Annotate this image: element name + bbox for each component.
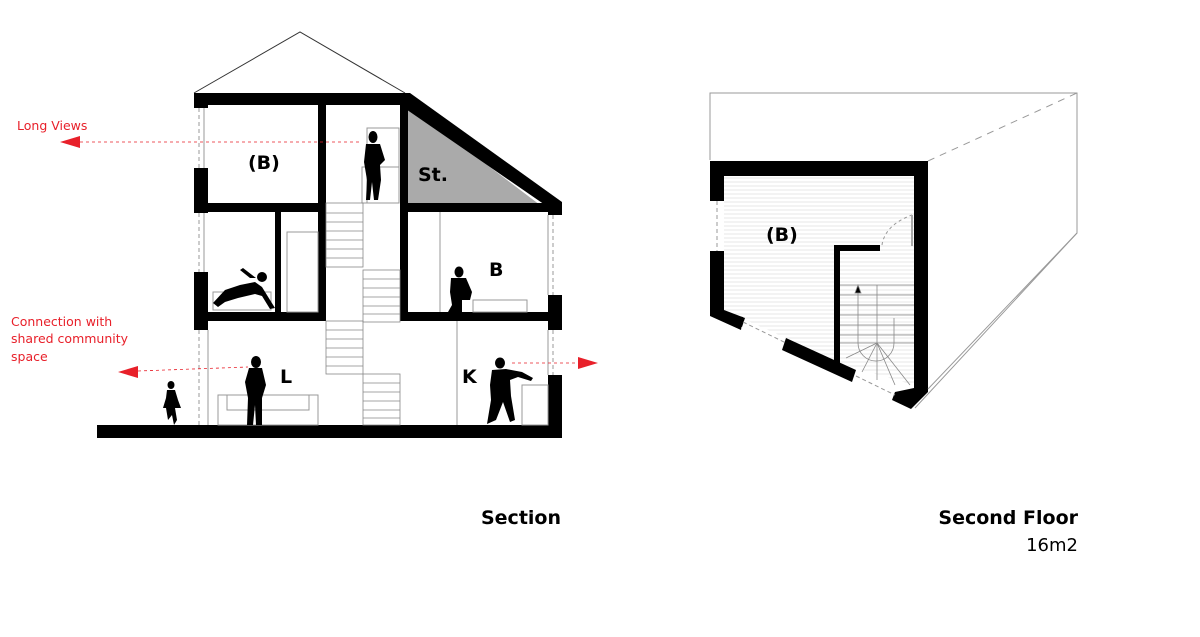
person-standing-top-icon: [364, 131, 385, 200]
person-sitting-icon: [448, 266, 472, 312]
section-stairs: [325, 202, 401, 426]
section-title: Section: [481, 507, 561, 529]
plan-stairs: [840, 283, 914, 386]
second-floor-plan: (B) Second Floor 16m2: [709, 92, 1079, 556]
roof-outline-plan: [709, 92, 1078, 409]
person-reclining-icon: [213, 268, 275, 309]
connection-annotation-line2: shared community: [11, 331, 129, 346]
room-label-living: L: [280, 366, 292, 388]
room-label-bedroom-optional: (B): [248, 152, 280, 174]
plan-windows: [716, 201, 913, 396]
room-label-kitchen: K: [462, 366, 478, 388]
long-views-annotation: Long Views: [17, 118, 87, 133]
arrow-right-icon: [578, 357, 598, 369]
connection-annotation-line3: space: [11, 349, 48, 364]
room-label-storage: St.: [418, 164, 448, 186]
roof-edge: [927, 232, 1078, 390]
stair-arrow-icon: [854, 283, 862, 294]
arrow-left-icon: [60, 136, 80, 148]
section-walls: [97, 93, 562, 438]
section-drawing: (B) St. B L K Long Views Connection with…: [11, 31, 598, 529]
floor-hatch: [724, 175, 914, 385]
roof-outline: [193, 31, 406, 94]
ridge-line: [927, 92, 1078, 162]
plan-room-label: (B): [766, 224, 798, 246]
person-kitchen-icon: [487, 357, 533, 424]
view-arrows: [60, 136, 598, 378]
plan-area: 16m2: [1026, 535, 1078, 556]
people-silhouettes: [163, 131, 533, 425]
connection-annotation-line1: Connection with: [11, 314, 112, 329]
child-icon: [163, 381, 181, 425]
plan-title: Second Floor: [938, 507, 1078, 529]
plan-walls: [710, 161, 928, 409]
room-label-bedroom: B: [489, 259, 503, 281]
arrow-left-icon: [118, 366, 138, 378]
person-living-icon: [245, 356, 266, 425]
